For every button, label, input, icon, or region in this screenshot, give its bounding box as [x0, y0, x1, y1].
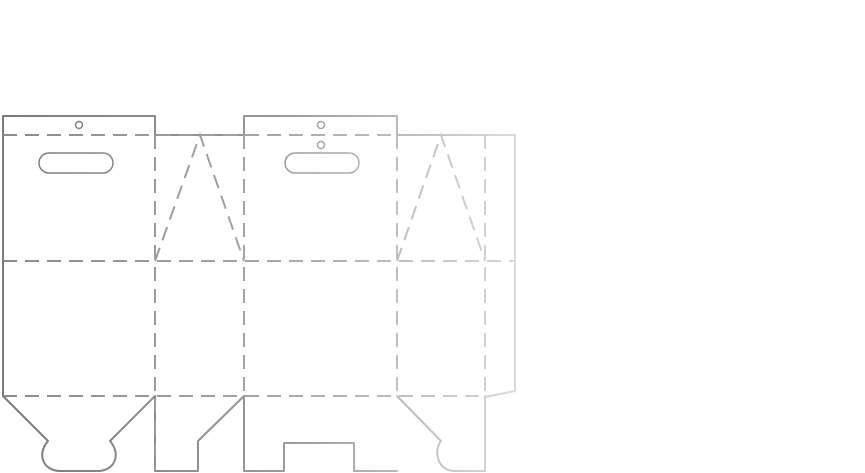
cut-lines — [2, 115, 516, 472]
side-left-gusset-fold — [154, 131, 245, 262]
back-hanger-hole-top — [316, 120, 326, 130]
back-bottom-flap — [243, 395, 398, 472]
side-right-gusset-fold — [396, 131, 486, 262]
front-handle-slot — [38, 152, 114, 174]
holes — [38, 120, 360, 174]
glue-flap-outline — [484, 134, 516, 398]
side-left-bottom-flap — [154, 395, 245, 472]
back-hanger-hole-bottom — [316, 140, 326, 150]
back-handle-slot — [284, 152, 360, 174]
front-panel-outline — [2, 115, 156, 397]
front-bottom-flap — [2, 395, 156, 472]
back-panel-outline — [243, 115, 398, 136]
side-right-bottom-flap — [396, 395, 486, 472]
fold-lines — [3, 131, 515, 471]
front-hanger-hole — [74, 120, 84, 130]
